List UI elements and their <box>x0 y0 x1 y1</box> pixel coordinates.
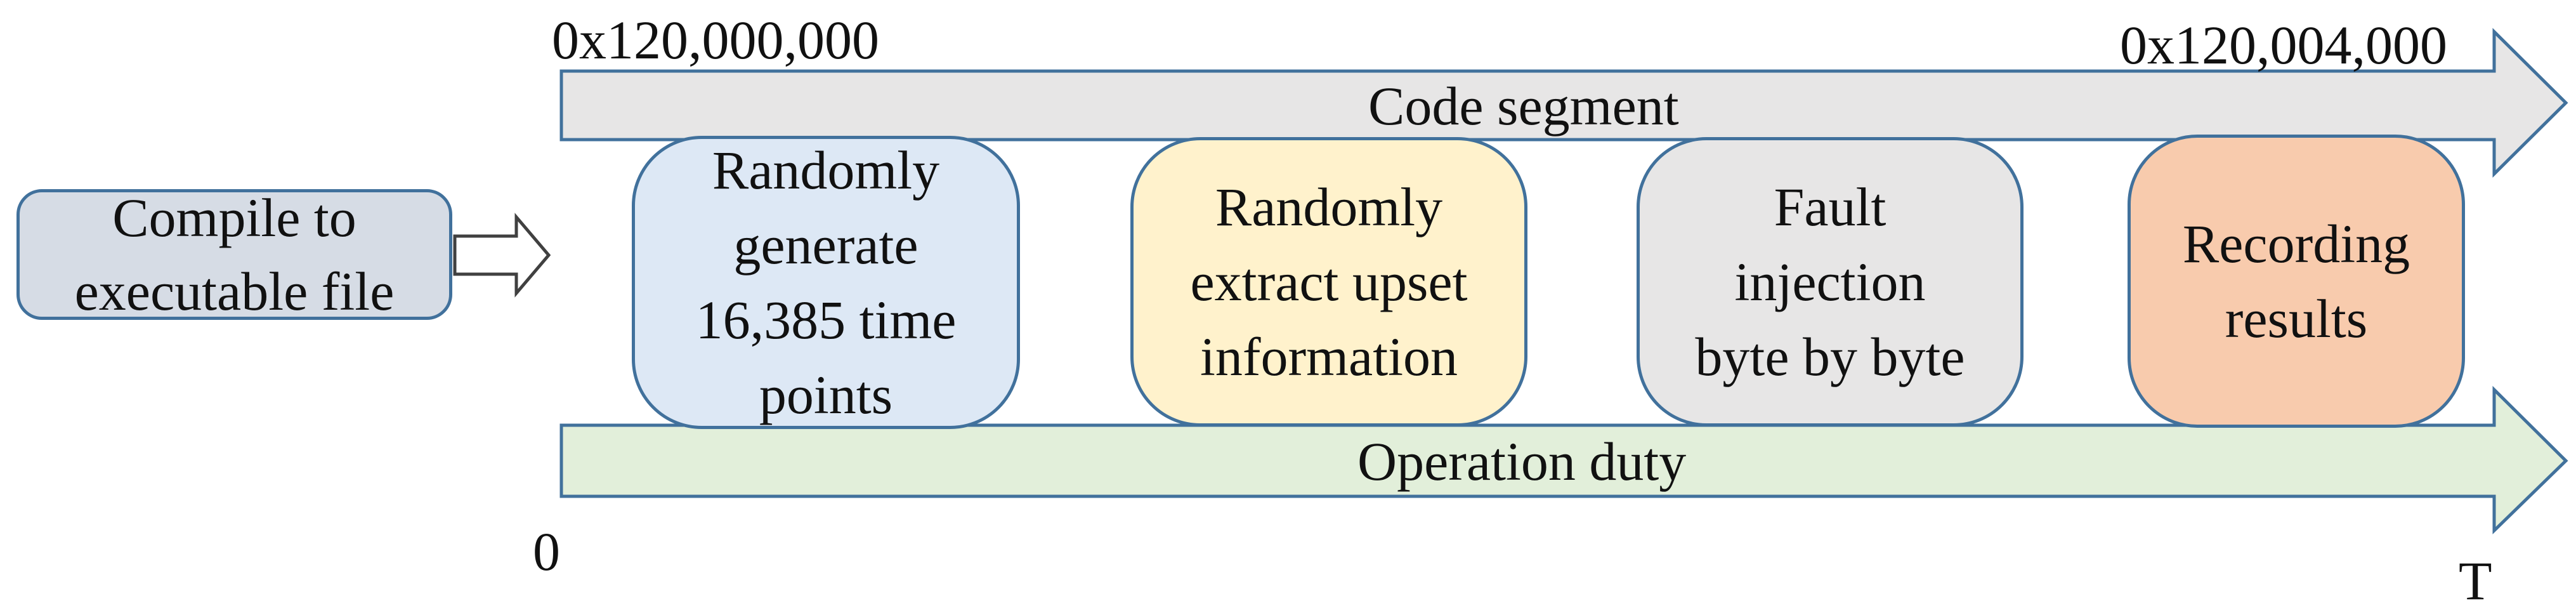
step-box-fault-injection: Fault injection byte by byte <box>1637 137 2024 427</box>
end-address-label: 0x120,004,000 <box>2120 15 2447 76</box>
step-label: Randomly extract upset information <box>1190 176 1468 387</box>
step-box-recording-results: Recording results <box>2128 135 2465 428</box>
compile-box-label: Compile to executable file <box>74 187 395 322</box>
step-box-extract-upset-info: Randomly extract upset information <box>1130 137 1527 427</box>
end-time-label: T <box>2459 550 2492 611</box>
start-time-label: 0 <box>533 521 560 582</box>
compile-output-arrow <box>453 213 551 298</box>
operation-duty-label: Operation duty <box>1357 431 1687 492</box>
step-label: Fault injection byte by byte <box>1695 176 1965 387</box>
code-segment-label: Code segment <box>1368 76 1679 136</box>
operation-duty-arrow <box>559 386 2568 534</box>
compile-box: Compile to executable file <box>16 187 452 322</box>
start-address-label: 0x120,000,000 <box>552 10 879 70</box>
step-label: Recording results <box>2182 213 2410 349</box>
step-box-generate-time-points: Randomly generate 16,385 time points <box>632 136 1020 429</box>
step-label: Randomly generate 16,385 time points <box>695 140 957 425</box>
